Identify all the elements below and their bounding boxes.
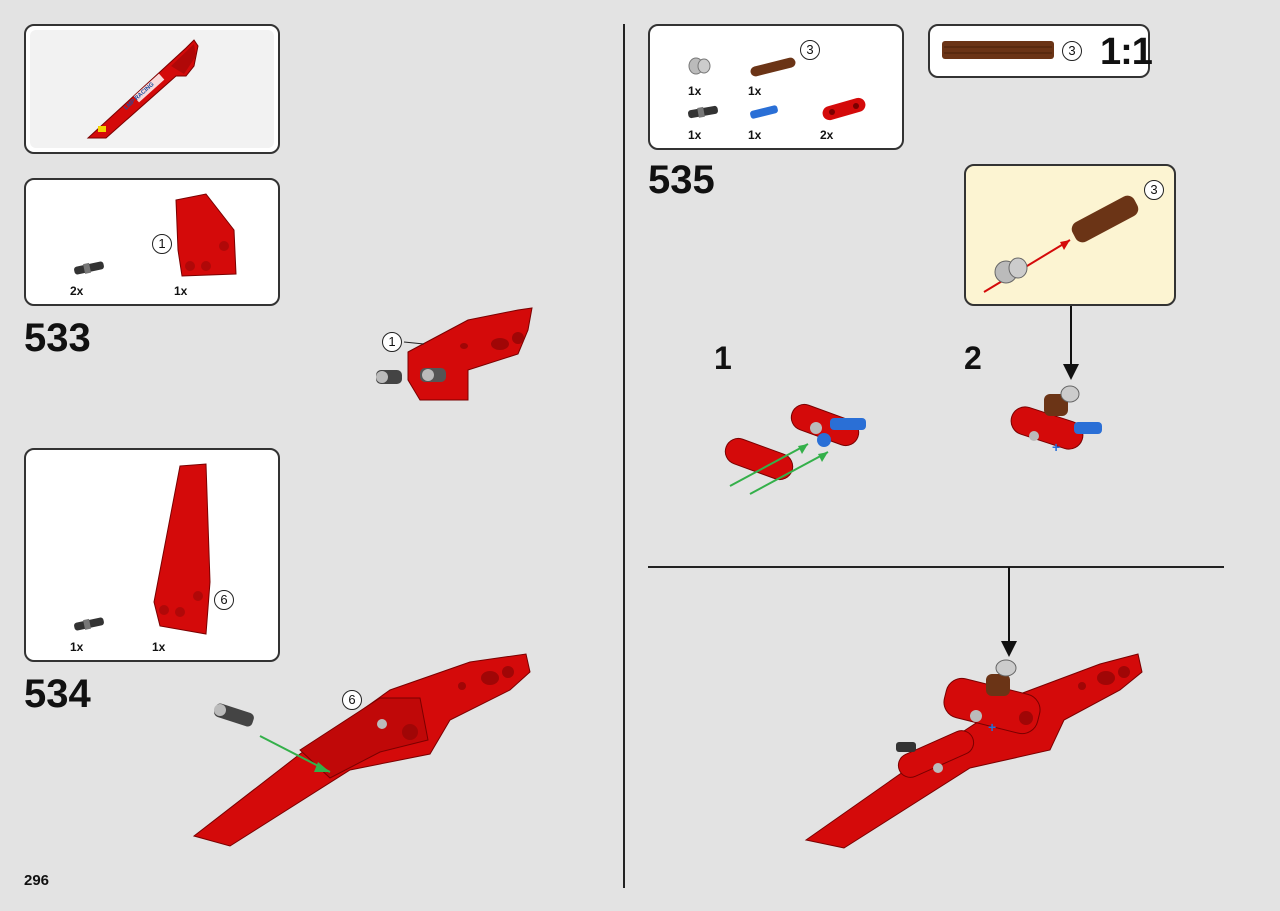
connector-pin-icon xyxy=(74,617,104,631)
callout-6: 6 xyxy=(214,590,234,610)
blue-axle-pin-icon xyxy=(750,105,778,119)
part-qty: 1x xyxy=(152,640,166,654)
part-qty: 1x xyxy=(174,284,188,298)
subassembly-box: 3 xyxy=(964,164,1176,306)
subassembly-arrow xyxy=(1063,306,1079,380)
scale-box: 3 1:1 xyxy=(928,24,1153,78)
part-qty: 1x xyxy=(748,84,762,98)
part-qty: 1x xyxy=(688,128,702,142)
part-qty: 1x xyxy=(748,128,762,142)
scale-callout-3: 3 xyxy=(1062,41,1082,61)
callout-534-6: 6 xyxy=(342,690,362,710)
step-534-assembly-image xyxy=(192,653,531,847)
callout-533-1: 1 xyxy=(382,332,402,352)
part-qty: 2x xyxy=(820,128,834,142)
connector-pin-icon xyxy=(74,261,104,275)
substep-2-image: + xyxy=(1010,385,1102,455)
svg-text:+: + xyxy=(1052,439,1060,455)
brown-axle-scale-icon xyxy=(942,41,1054,59)
svg-text:+: + xyxy=(988,719,996,735)
preview-fin-image: LMP RACING xyxy=(86,39,199,139)
callout-1: 1 xyxy=(152,234,172,254)
scale-label: 1:1 xyxy=(1100,31,1153,73)
step-535-final-assembly-image: + xyxy=(804,653,1143,849)
preview-box: LMP RACING xyxy=(24,24,280,154)
final-assembly-arrow xyxy=(1001,567,1017,657)
subassembly-image xyxy=(983,195,1139,293)
part-qty: 1x xyxy=(688,84,702,98)
bush-icon xyxy=(688,57,711,75)
part-qty: 2x xyxy=(70,284,84,298)
step-533-assembly-image xyxy=(376,307,533,401)
page-divider xyxy=(623,24,625,888)
subassembly-callout-3: 3 xyxy=(1144,180,1164,200)
substep-2: 2 xyxy=(964,340,982,376)
red-fin-panel-icon xyxy=(153,463,211,635)
callout-3: 3 xyxy=(800,40,820,60)
connector-pin-icon xyxy=(688,105,718,119)
step-534-parts-box: 1x 6 1x xyxy=(24,448,280,662)
step-535-parts-box: 1x 3 1x 1x 1x 2x xyxy=(648,24,904,150)
red-beam-icon xyxy=(822,97,866,121)
section-divider xyxy=(648,566,1224,568)
page-number: 296 xyxy=(24,872,50,889)
substep-1: 1 xyxy=(714,340,732,376)
step-533-parts-box: 2x 1 1x xyxy=(24,178,280,306)
step-number-533: 533 xyxy=(24,316,91,360)
step-number-534: 534 xyxy=(24,672,91,716)
red-panel-icon xyxy=(175,193,237,277)
part-qty: 1x xyxy=(70,640,84,654)
step-number-535: 535 xyxy=(648,158,715,202)
substep-1-image xyxy=(724,403,866,495)
brown-axle-icon xyxy=(750,57,796,77)
